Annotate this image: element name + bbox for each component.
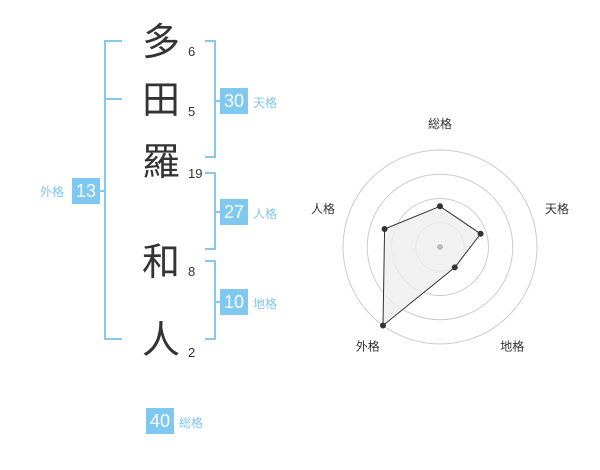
jinkaku-label: 人格 xyxy=(253,207,278,221)
radar-axis-label-4: 外格 xyxy=(356,339,380,354)
stroke-count-3: 19 xyxy=(188,166,203,181)
chikaku-badge: 10 xyxy=(220,289,248,315)
radar-point-5 xyxy=(381,226,388,232)
radar-point-4 xyxy=(380,322,386,329)
stroke-count-5: 2 xyxy=(188,345,196,360)
jinkaku-bracket-bottom-tick xyxy=(205,248,216,250)
tenkaku-bracket-bottom-tick xyxy=(205,156,216,158)
chikaku-bracket-bottom-tick xyxy=(205,338,216,340)
radar-data-polygon xyxy=(382,205,482,327)
gaikaku-badge: 13 xyxy=(72,178,100,204)
radar-point-3 xyxy=(451,264,458,271)
tenkaku-label: 天格 xyxy=(253,96,278,110)
tenkaku-bracket-connector xyxy=(214,100,222,102)
radar-axis-label-3: 地格 xyxy=(500,339,524,354)
name-char-4: 和 xyxy=(141,240,180,284)
stroke-count-4: 8 xyxy=(188,264,196,279)
radar-ring-3 xyxy=(366,173,514,321)
outer-bracket-bottom-tick xyxy=(104,338,122,340)
jinkaku-bracket-connector xyxy=(214,211,222,213)
tenkaku-bracket-top-tick xyxy=(205,40,216,42)
radar-point-2 xyxy=(477,230,484,237)
radar-center-dot xyxy=(437,244,443,250)
tenkaku-badge: 30 xyxy=(220,88,248,114)
outer-bracket-connector xyxy=(98,190,106,192)
name-char-5: 人 xyxy=(141,318,180,362)
radar-axis-label-2: 天格 xyxy=(545,201,569,216)
name-char-3: 羅 xyxy=(141,140,180,184)
soukaku-label: 総格 xyxy=(179,416,204,430)
jinkaku-bracket-top-tick xyxy=(205,172,216,174)
name-char-1: 多 xyxy=(141,20,180,64)
chikaku-bracket-connector xyxy=(214,301,222,303)
tenkaku-bracket-vertical xyxy=(214,40,216,158)
radar-data-points xyxy=(380,203,484,329)
jinkaku-badge: 27 xyxy=(220,199,248,225)
gaikaku-label: 外格 xyxy=(40,185,65,199)
radar-axis-label-1: 総格 xyxy=(428,116,452,131)
stroke-count-1: 6 xyxy=(188,44,196,59)
chikaku-label: 地格 xyxy=(253,297,278,311)
radar-point-1 xyxy=(437,203,443,210)
outer-bracket-top-tick xyxy=(104,40,122,42)
soukaku-badge: 40 xyxy=(146,408,174,434)
radar-axis-label-5: 人格 xyxy=(311,201,335,216)
name-char-2: 田 xyxy=(141,78,180,122)
outer-bracket-mid-tick xyxy=(104,98,122,100)
stroke-count-2: 5 xyxy=(188,104,196,119)
chikaku-bracket-top-tick xyxy=(205,260,216,262)
radar-ring-4 xyxy=(342,149,538,345)
chikaku-bracket-vertical xyxy=(214,260,216,340)
